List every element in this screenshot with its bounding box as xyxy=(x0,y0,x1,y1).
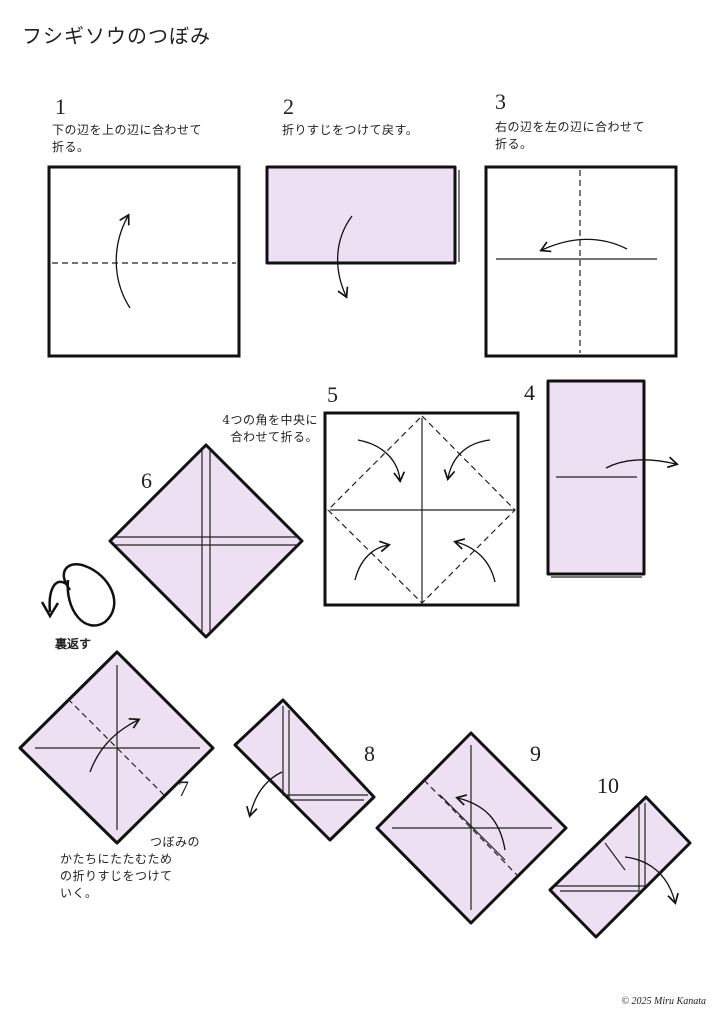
flip-label: 裏返す xyxy=(55,637,92,651)
step-3-instruction: 右の辺を左の辺に合わせて折る。 xyxy=(495,119,645,153)
step-5-instruction: 4つの角を中央に合わせて折る。 xyxy=(200,412,318,446)
step-6-figure xyxy=(108,443,304,639)
step-10-number: 10 xyxy=(597,773,619,798)
instruction-line: の折りすじをつけて xyxy=(60,869,173,883)
step-1-instruction: 下の辺を上の辺に合わせて折る。 xyxy=(52,122,202,156)
step-7-figure xyxy=(18,650,215,845)
fold-up-arrow-icon xyxy=(115,213,131,309)
instruction-line: かたちにたたむため xyxy=(60,852,173,866)
step-2-figure xyxy=(265,165,460,299)
instruction-line: 合わせて折る。 xyxy=(230,430,318,444)
step-9-number: 9 xyxy=(530,741,541,766)
fold-left-arrow-icon xyxy=(539,238,628,253)
step-5-number: 5 xyxy=(327,382,338,407)
instruction-line: 右の辺を左の辺に合わせて xyxy=(495,120,646,134)
flip-over-icon xyxy=(40,563,116,627)
step-6-number: 6 xyxy=(141,468,152,493)
step-3-number: 3 xyxy=(495,89,506,114)
step-1-number: 1 xyxy=(55,94,66,119)
instruction-line: いく。 xyxy=(60,886,98,900)
step-8-number: 8 xyxy=(364,741,375,766)
instruction-line: 4つの角を中央に xyxy=(222,413,318,427)
step-9-figure xyxy=(375,731,568,925)
step-1-figure xyxy=(47,165,241,358)
step-10-figure xyxy=(548,795,692,939)
instruction-line: 折る。 xyxy=(495,137,533,151)
step-2-instruction: 折りすじをつけて戻す。 xyxy=(282,122,418,139)
copyright: © 2025 Miru Kanata xyxy=(621,996,706,1007)
unfold-arrow-icon xyxy=(337,215,353,299)
instruction-line: つぼみの xyxy=(149,835,200,849)
instruction-line: 折る。 xyxy=(52,140,90,154)
step-8-figure xyxy=(233,698,376,842)
step-4-number: 4 xyxy=(524,380,535,405)
step-7-instruction: つぼみのかたちにたたむための折りすじをつけていく。 xyxy=(60,834,200,902)
step-2-number: 2 xyxy=(283,94,294,119)
instruction-line: 折りすじをつけて戻す。 xyxy=(282,123,419,137)
step-7-number: 7 xyxy=(178,776,189,801)
page-title: フシギソウのつぼみ xyxy=(22,24,211,48)
step-4-figure xyxy=(546,379,679,578)
step-3-figure xyxy=(484,165,678,358)
step-5-figure xyxy=(323,411,520,607)
instruction-line: 下の辺を上の辺に合わせて xyxy=(52,123,203,137)
